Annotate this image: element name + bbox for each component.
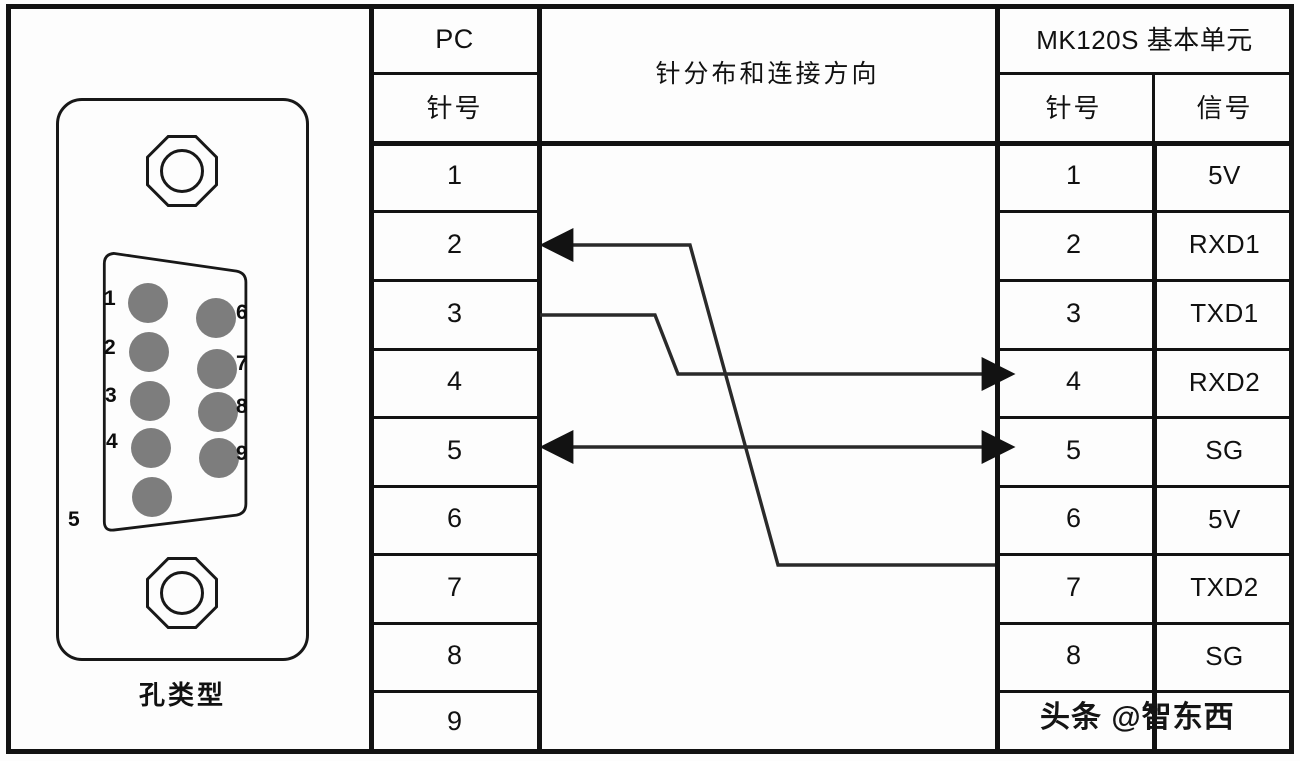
table-row: 7 (446, 571, 463, 602)
table-row: 1 (1065, 159, 1082, 190)
table-row: 5 (1065, 434, 1082, 465)
row-line-1-pc (369, 210, 540, 213)
row-line-8-pc (369, 690, 540, 693)
table-row: SG (1205, 640, 1244, 671)
row-line-4-dev (995, 416, 1294, 419)
watermark-text: 头条 @智东西 (1040, 701, 1235, 734)
db9-pin-hole (131, 428, 171, 468)
db9-pin-hole (196, 298, 236, 338)
screw-mount-bottom-icon (146, 557, 218, 629)
screw-mount-top-icon (146, 135, 218, 207)
db9-pin-hole (130, 381, 170, 421)
table-row: 8 (1065, 640, 1082, 671)
table-row: 6 (446, 503, 463, 534)
column-divider-devpin-signal (1152, 141, 1157, 754)
middle-header-title: 针分布和连接方向 (655, 59, 880, 88)
table-row: 9 (446, 706, 463, 737)
db9-pin-hole (197, 349, 237, 389)
db9-pin-hole (199, 438, 239, 478)
row-line-8-dev (995, 690, 1294, 693)
table-row: TXD2 (1190, 572, 1259, 603)
row-line-6-pc (369, 553, 540, 556)
wire-pc3-dev4 (540, 313, 1016, 391)
db9-pin-label: 7 (236, 352, 248, 375)
device-header-signal: 信号 (1196, 92, 1253, 123)
db9-pin-label: 1 (104, 287, 116, 310)
row-line-7-dev (995, 622, 1294, 625)
db9-pin-label: 4 (106, 430, 118, 453)
row-line-5-dev (995, 485, 1294, 488)
connector-type-caption: 孔类型 (138, 680, 226, 710)
table-row: RXD1 (1188, 229, 1261, 260)
table-row: 5 (446, 434, 463, 465)
table-row: 8 (446, 640, 463, 671)
row-line-2-pc (369, 279, 540, 282)
row-line-3-dev (995, 348, 1294, 351)
db9-pin-hole (129, 332, 169, 372)
table-row: RXD2 (1188, 366, 1261, 397)
row-line-2-dev (995, 279, 1294, 282)
table-row: 3 (446, 297, 463, 328)
row-line-1-dev (995, 210, 1294, 213)
db9-pin-hole (132, 477, 172, 517)
column-divider-devheader (1152, 72, 1155, 141)
column-divider-left (369, 6, 374, 754)
table-row: TXD1 (1190, 298, 1259, 329)
column-divider-pc-mid (537, 6, 542, 754)
table-row: 5V (1208, 503, 1241, 534)
table-row: 4 (1065, 366, 1082, 397)
row-line-0 (369, 141, 1294, 146)
device-header-title: MK120S 基本单元 (1036, 24, 1253, 55)
row-line-device-header (995, 72, 1294, 75)
pc-header-title: PC (435, 24, 474, 55)
db9-pin-label: 2 (104, 336, 116, 359)
table-row: 6 (1065, 503, 1082, 534)
row-line-4-pc (369, 416, 540, 419)
row-line-7-pc (369, 622, 540, 625)
row-line-pc-header (369, 72, 540, 75)
device-header-pin: 针号 (1045, 92, 1102, 123)
table-row: 5V (1208, 160, 1241, 191)
table-row: 2 (446, 228, 463, 259)
db9-pin-label: 5 (68, 508, 80, 531)
row-line-6-dev (995, 553, 1294, 556)
wire-pc2-dev3 (539, 228, 995, 567)
row-line-3-pc (369, 348, 540, 351)
table-row: 1 (446, 159, 463, 190)
table-row: 2 (1065, 228, 1082, 259)
table-row: 3 (1065, 297, 1082, 328)
db9-pin-hole (128, 283, 168, 323)
connector-shroud-outline (102, 252, 248, 532)
table-row: 7 (1065, 571, 1082, 602)
db9-pin-label: 3 (105, 384, 117, 407)
row-line-5-pc (369, 485, 540, 488)
table-row: 4 (446, 366, 463, 397)
db9-pin-hole (198, 392, 238, 432)
table-row: SG (1205, 435, 1244, 466)
db9-pin-label: 8 (236, 395, 248, 418)
pc-header-subtitle: 针号 (426, 92, 483, 123)
db9-pin-label: 9 (236, 442, 248, 465)
db9-pin-label: 6 (236, 301, 248, 324)
